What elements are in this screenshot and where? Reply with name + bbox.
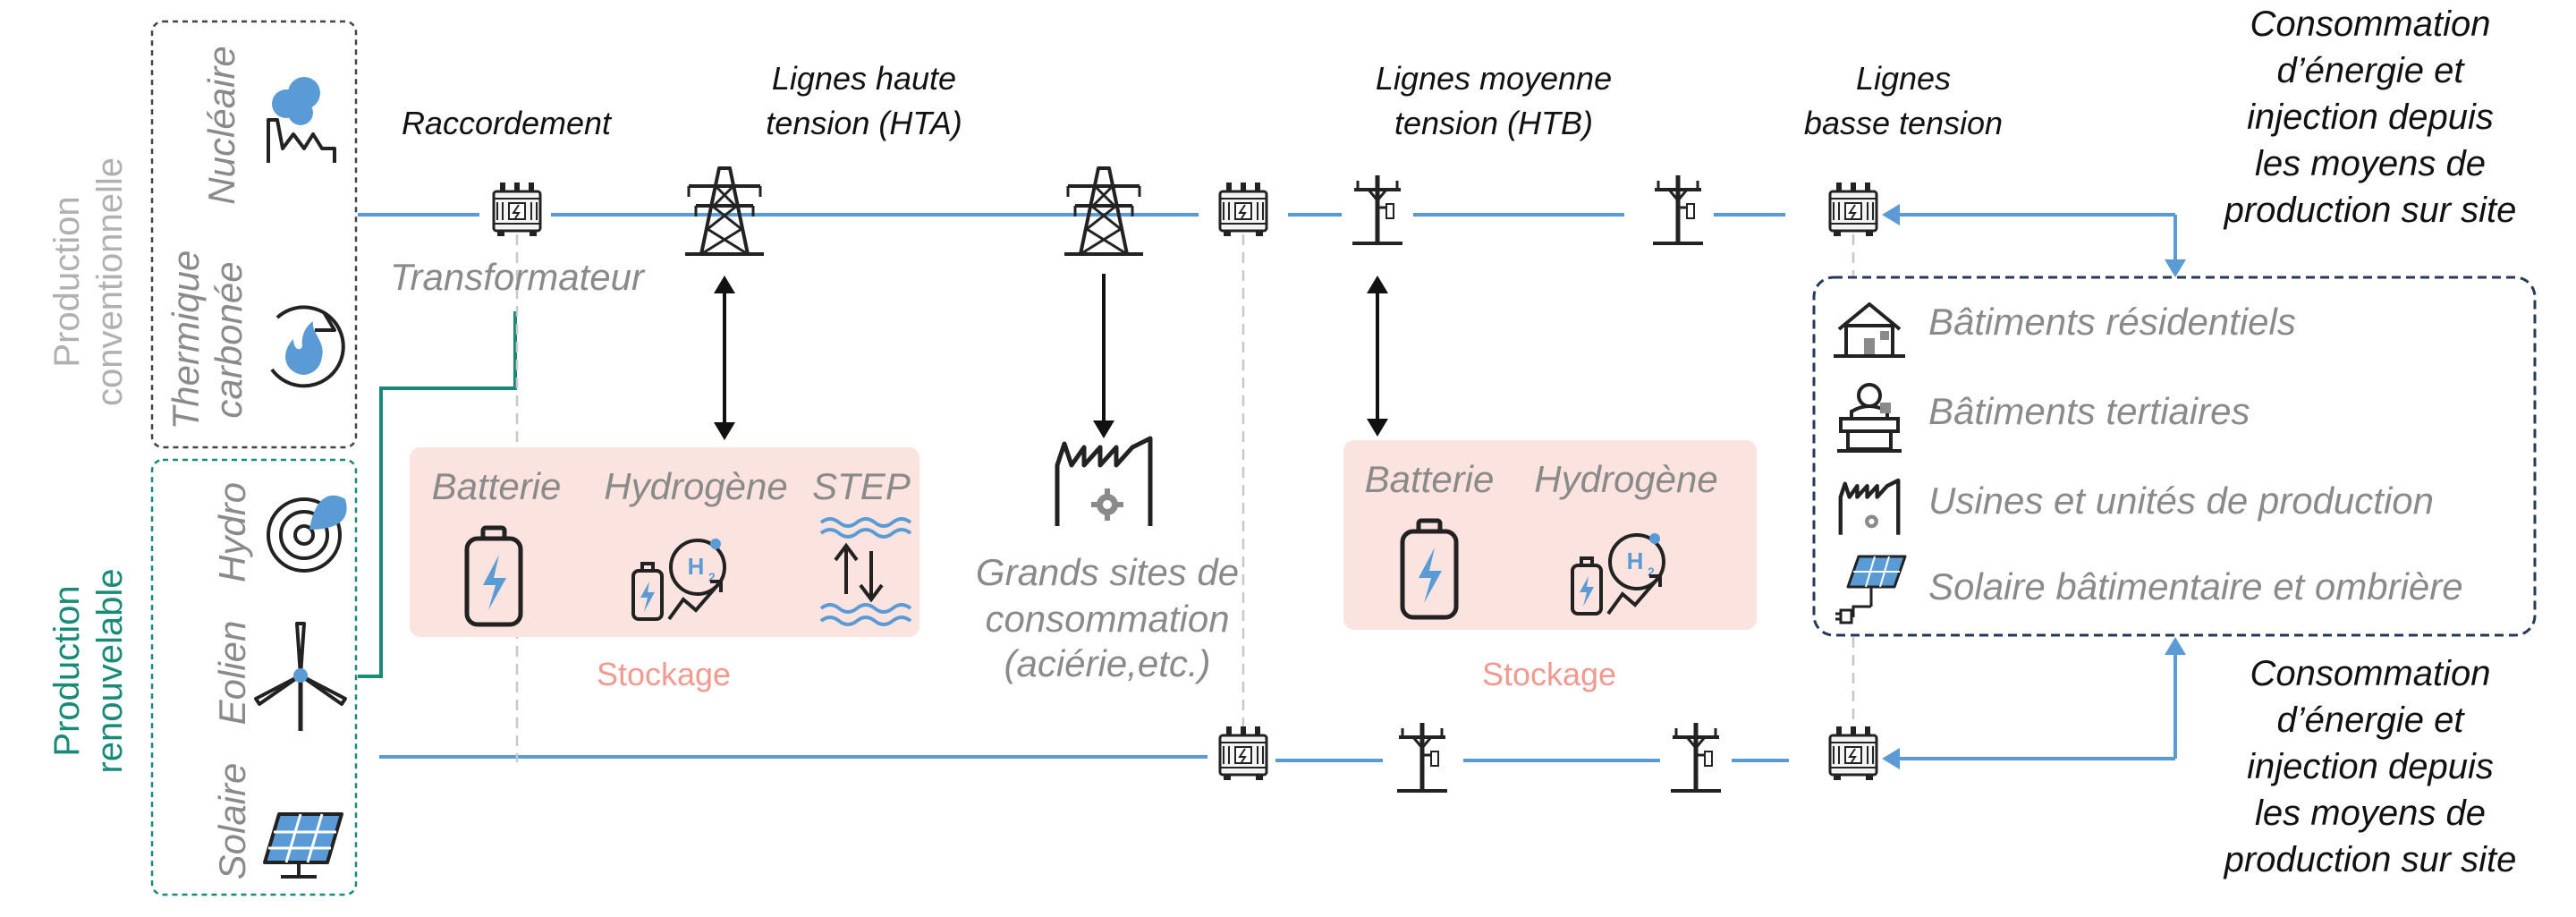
source-label-thermique-line1: Thermique [165,250,207,430]
storage-exchange-arrow [1367,276,1388,437]
conventional-sources-box [150,20,358,449]
transformer-icon [492,181,542,238]
pylon-icon [683,166,766,256]
consumption-arrow-top [1882,204,2186,277]
side-label-renewable: Production renouvelable [47,568,130,773]
source-label-hydro: Hydro [211,482,253,582]
pumped-storage-icon [819,517,912,626]
bottom-distribution-line [379,755,1789,762]
solar-panel-icon [263,812,343,879]
pylon-icon [1063,166,1145,256]
storage-box-left [410,447,919,637]
side-label-conventional-line1: Production [47,196,87,367]
consumption-note-bottom-line: d’énergie et [2276,700,2465,740]
hydro-dam-icon [267,495,347,573]
consumer-label-residential: Bâtiments résidentiels [1928,301,2296,343]
factory-gear-icon [1057,438,1150,526]
consumer-label-solar-canopy: Solaire bâtimentaire et ombrière [1928,565,2463,607]
renewable-sources-box [150,458,358,896]
consumption-note-bottom-line: Consommation [2250,654,2490,693]
storage-right-caption: Stockage [1482,656,1616,692]
storage-left-item-step: STEP [812,465,911,507]
consumption-note-top: Consommation d’énergie et injection depu… [2224,4,2517,230]
office-worker-icon [1837,383,1902,453]
consumers-box [1812,276,2537,637]
nuclear-plant-icon [267,77,336,163]
large-sites-supply-arrow [1093,274,1114,438]
factory-icon [1838,478,1901,535]
side-label-conventional: Production conventionnelle [47,157,130,406]
storage-left-item-batterie: Batterie [432,465,562,507]
consumption-note-top-line: d’énergie et [2276,51,2465,90]
transformer-icon [1828,725,1878,782]
side-label-conventional-line2: conventionnelle [90,157,130,406]
consumption-note-bottom-line: injection depuis [2247,747,2494,786]
consumption-note-top-line: production sur site [2224,191,2517,230]
utility-pole-icon [1671,723,1721,791]
storage-left-caption: Stockage [597,656,731,692]
transformer-icon [1218,725,1268,782]
consumption-note-top-line: les moyens de [2255,144,2486,183]
source-label-eolien: Eolien [211,621,253,726]
label-hta-line1: Lignes haute [772,60,956,97]
storage-exchange-arrow [714,276,735,440]
storage-right-item-hydrogene: Hydrogène [1534,458,1717,500]
wind-turbine-icon [254,622,347,731]
consumption-note-bottom: Consommation d’énergie et injection depu… [2224,654,2517,879]
consumption-note-bottom-line: production sur site [2224,840,2517,879]
thermal-flame-icon [270,305,345,388]
house-icon [1834,302,1905,358]
storage-right-item-batterie: Batterie [1365,458,1495,500]
label-htb-line2: tension (HTB) [1394,105,1593,141]
transformer-icon [1828,181,1878,238]
label-hta-line2: tension (HTA) [766,105,962,141]
label-bt-line1: Lignes [1856,60,1951,97]
source-label-thermique-line2: carbonée [208,261,250,418]
consumption-note-bottom-line: les moyens de [2255,794,2486,833]
consumer-label-factories: Usines et unités de production [1928,480,2434,522]
label-htb-line1: Lignes moyenne [1376,60,1612,97]
consumer-label-tertiary: Bâtiments tertiaires [1928,390,2250,432]
large-sites-line3: (aciérie,etc.) [1004,642,1210,684]
large-sites-line2: consommation [985,598,1229,640]
consumption-arrow-bottom [1882,637,2186,769]
consumption-note-top-line: Consommation [2250,4,2490,44]
utility-pole-icon [1397,723,1447,791]
source-label-solaire: Solaire [211,763,253,880]
solar-canopy-icon [1835,555,1907,624]
renewable-connection-line [358,311,517,678]
storage-left-item-hydrogene: Hydrogène [604,465,787,507]
consumption-note-top-line: injection depuis [2247,98,2494,137]
large-sites-line1: Grands sites de [976,551,1239,593]
utility-pole-icon [1653,175,1703,243]
side-label-renewable-line2: renouvelable [90,568,130,773]
source-label-nucleaire: Nucléaire [200,46,242,204]
transformer-icon [1218,181,1268,238]
label-bt-line2: basse tension [1804,105,2003,141]
label-transformateur: Transformateur [390,256,646,298]
side-label-renewable-line1: Production [47,585,87,756]
label-raccordement: Raccordement [402,105,613,141]
utility-pole-icon [1352,175,1402,243]
